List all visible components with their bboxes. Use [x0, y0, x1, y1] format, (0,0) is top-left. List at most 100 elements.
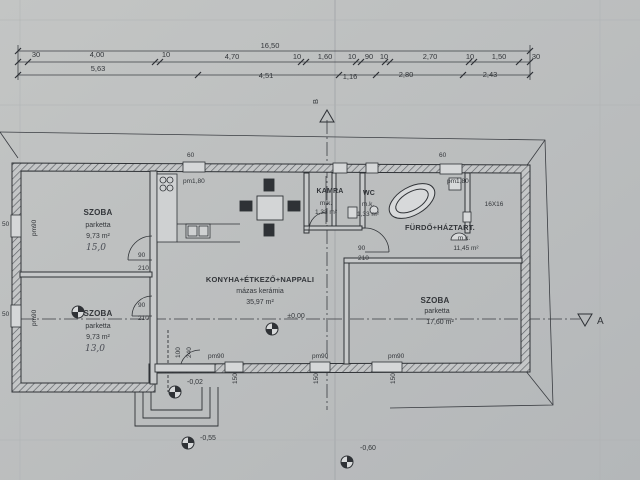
svg-text:m.k.: m.k. [458, 235, 470, 242]
level-marker-main [265, 322, 279, 336]
svg-text:1,33 m²: 1,33 m² [315, 209, 338, 216]
svg-text:2,70: 2,70 [423, 52, 438, 61]
dim-row3: 5,63 4,51 1,16 2,80 2,43 [91, 64, 498, 81]
svg-text:10: 10 [466, 52, 474, 61]
svg-text:9,73 m²: 9,73 m² [86, 233, 110, 240]
svg-text:35,97 m²: 35,97 m² [246, 299, 274, 306]
svg-text:11,45 m²: 11,45 m² [453, 245, 479, 252]
svg-text:60: 60 [187, 152, 195, 159]
svg-text:pm1,80: pm1,80 [447, 178, 469, 185]
bathtub [388, 183, 436, 219]
svg-text:50: 50 [2, 221, 10, 228]
svg-text:pm90: pm90 [31, 219, 38, 236]
svg-text:KONYHA+ÉTKEZŐ+NAPPALI: KONYHA+ÉTKEZŐ+NAPPALI [206, 275, 314, 284]
svg-text:30: 30 [32, 50, 40, 59]
kitchen-counter [156, 173, 240, 243]
svg-text:1,60: 1,60 [318, 52, 333, 61]
svg-text:pm90: pm90 [388, 353, 405, 360]
dimension-ticks [14, 47, 534, 79]
svg-text:m.k.: m.k. [320, 200, 332, 207]
room-kamra: KAMRA m.k. 1,33 m² [315, 188, 343, 216]
svg-text:1,16: 1,16 [343, 72, 358, 81]
room-konyha: KONYHA+ÉTKEZŐ+NAPPALI mázas kerámia 35,9… [206, 275, 314, 320]
svg-text:4,00: 4,00 [90, 50, 105, 59]
svg-text:30: 30 [532, 52, 540, 61]
svg-text:4,70: 4,70 [225, 52, 240, 61]
svg-text:parketta: parketta [85, 323, 110, 330]
level-main-label: ±0,00 [287, 313, 305, 320]
section-a-label: A [597, 316, 604, 327]
level-marker-entry [168, 385, 182, 399]
svg-text:FÜRDŐ+HÁZTART.: FÜRDŐ+HÁZTART. [405, 223, 475, 232]
svg-text:150: 150 [232, 373, 239, 384]
svg-text:9,73 m²: 9,73 m² [86, 334, 110, 341]
svg-text:mázas kerámia: mázas kerámia [236, 288, 284, 295]
svg-text:210: 210 [358, 255, 369, 262]
svg-text:2,80: 2,80 [399, 70, 414, 79]
svg-text:pm90: pm90 [208, 353, 225, 360]
door-swings [127, 211, 390, 371]
entrance-steps [134, 330, 219, 427]
level-marker-outside [340, 455, 354, 469]
svg-text:10: 10 [293, 52, 301, 61]
svg-text:1,50: 1,50 [492, 52, 507, 61]
room-wc: WC m.k. 1,33 m² [357, 190, 380, 218]
level-markers [71, 305, 354, 469]
level-entry-label: -0,02 [187, 379, 203, 386]
room-szoba-left-top: SZOBA parketta 9,73 m² 15,0 [84, 208, 113, 253]
svg-text:90: 90 [365, 52, 373, 61]
svg-text:pm90: pm90 [312, 353, 329, 360]
dim-row2: 30 4,00 10 4,70 10 1,60 10 90 10 2,70 10… [32, 50, 540, 61]
svg-text:pm90: pm90 [31, 309, 38, 326]
svg-text:WC: WC [363, 190, 375, 197]
svg-text:240: 240 [186, 347, 193, 358]
svg-text:150: 150 [313, 373, 320, 384]
svg-text:16X16: 16X16 [485, 201, 504, 208]
level-outside-label: -0,60 [360, 445, 376, 452]
svg-text:90: 90 [138, 302, 146, 309]
svg-text:100: 100 [175, 347, 182, 358]
svg-text:15,0: 15,0 [86, 243, 106, 253]
dining-table [239, 178, 301, 237]
opening-labels: pm1,80 pm1,80 pm90 pm90 pm90 pm90 pm90 6… [2, 152, 469, 384]
svg-text:10: 10 [162, 50, 170, 59]
section-b-label: B [311, 99, 320, 104]
svg-text:5,63: 5,63 [91, 64, 106, 73]
openings [10, 161, 463, 373]
svg-text:parketta: parketta [424, 308, 449, 315]
svg-text:m.k.: m.k. [362, 201, 374, 208]
dim-total: 16,50 [261, 41, 280, 50]
svg-text:10: 10 [348, 52, 356, 61]
svg-text:10: 10 [380, 52, 388, 61]
room-szoba-left-bottom: SZOBA parketta 9,73 m² 13,0 [84, 309, 113, 354]
level-marker-step [181, 436, 195, 450]
svg-text:parketta: parketta [85, 222, 110, 229]
room-furdo: FÜRDŐ+HÁZTART. m.k. 11,45 m² 16X16 [405, 201, 504, 252]
interior-walls [19, 170, 523, 385]
svg-text:210: 210 [138, 315, 149, 322]
svg-text:210: 210 [138, 265, 149, 272]
svg-text:SZOBA: SZOBA [421, 296, 450, 305]
svg-text:SZOBA: SZOBA [84, 208, 113, 217]
section-line-a: A [20, 313, 604, 327]
bathroom-fixtures [347, 177, 472, 241]
svg-text:KAMRA: KAMRA [316, 188, 343, 195]
svg-text:150: 150 [390, 373, 397, 384]
svg-text:4,51: 4,51 [259, 71, 274, 80]
svg-text:60: 60 [439, 152, 447, 159]
roof-outline [0, 131, 554, 409]
svg-text:90: 90 [358, 245, 366, 252]
svg-text:50: 50 [2, 311, 10, 318]
room-szoba-right: SZOBA parketta 17,60 m² [421, 296, 455, 326]
svg-text:SZOBA: SZOBA [84, 309, 113, 318]
svg-text:1,33 m²: 1,33 m² [357, 211, 380, 218]
svg-text:13,0: 13,0 [85, 344, 105, 354]
svg-text:90: 90 [138, 252, 146, 259]
entrance-door-frame [154, 363, 216, 373]
level-marker-left [71, 305, 85, 319]
level-step-label: -0,55 [200, 435, 216, 442]
svg-text:pm1,80: pm1,80 [183, 178, 205, 185]
